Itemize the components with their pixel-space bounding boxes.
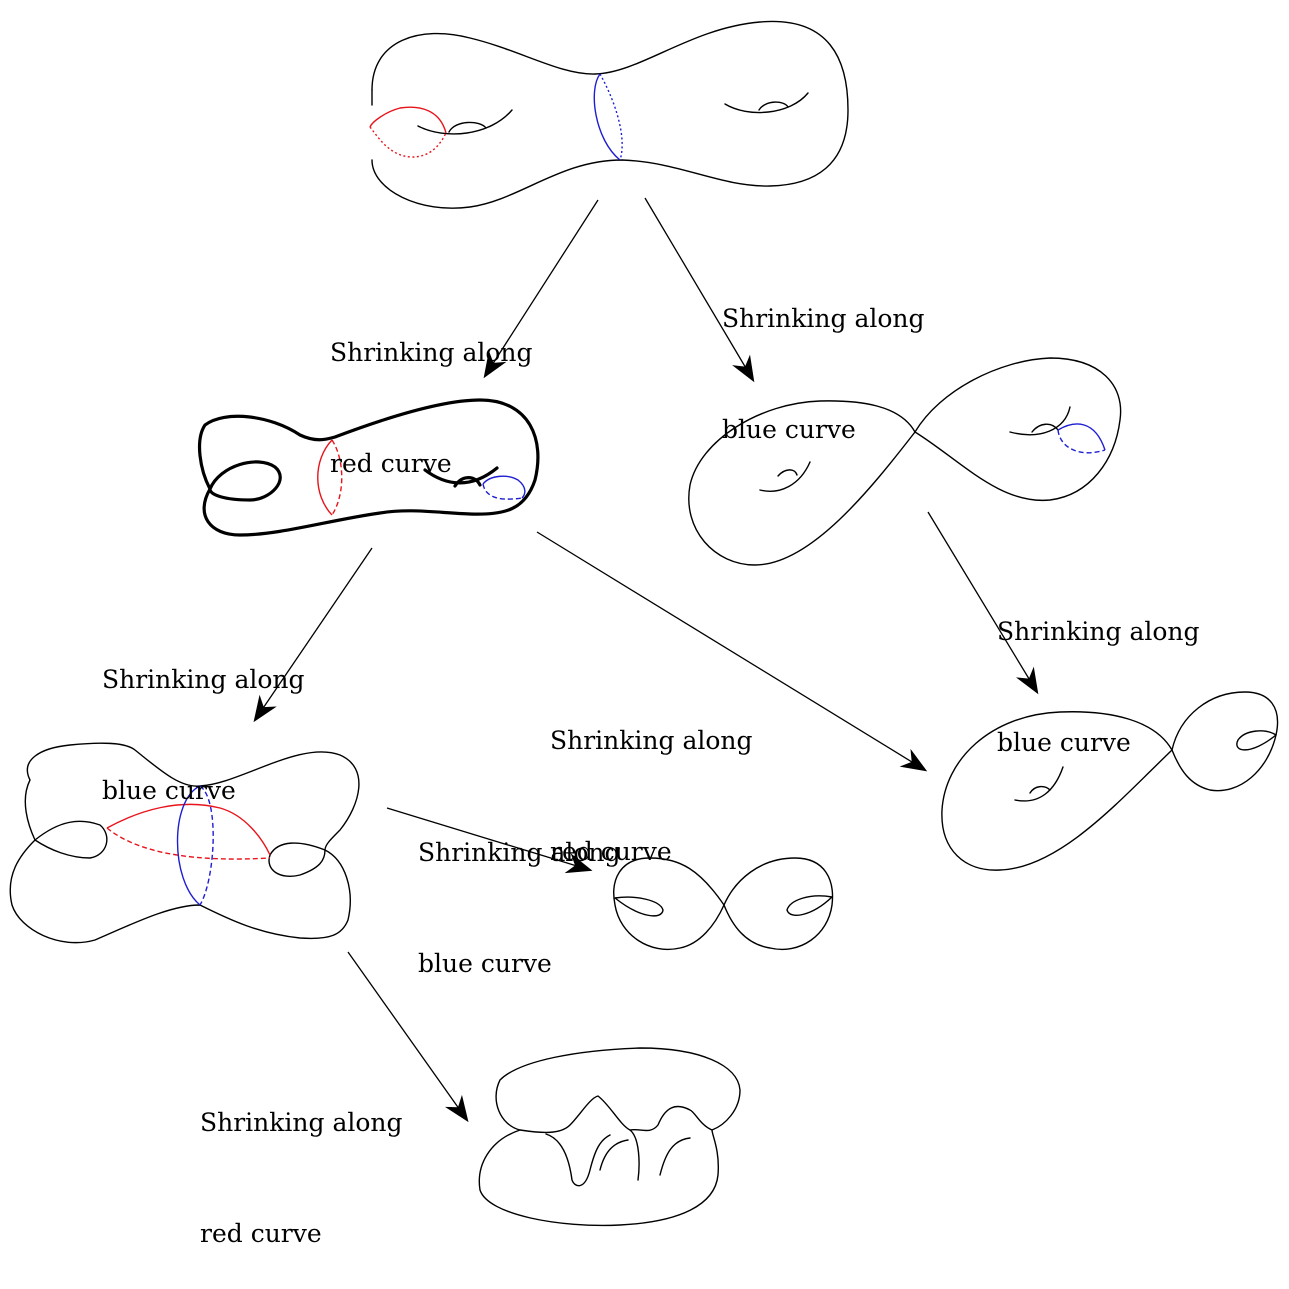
label-mid-center: Shrinking along red curve — [550, 648, 753, 907]
arrow-top-to-middle-right — [644, 197, 755, 383]
label-mid-left-line2: blue curve — [102, 776, 236, 805]
label-top-right-line1: Shrinking along — [722, 304, 925, 333]
label-mid-left-line1: Shrinking along — [102, 665, 305, 694]
arrow-bottom-left-to-bottom — [347, 951, 469, 1123]
label-bottom-center: Shrinking along blue curve — [418, 760, 621, 1019]
label-bottom-left-line1: Shrinking along — [200, 1108, 403, 1137]
label-top-left: Shrinking along red curve — [330, 260, 533, 519]
blue-curve — [593, 73, 621, 161]
two-pinched-tori-bottom-center — [613, 857, 834, 951]
bold-surface-middle-left — [198, 398, 540, 537]
blue-curve — [1057, 423, 1106, 451]
red-curve — [369, 106, 447, 134]
label-top-left-line1: Shrinking along — [330, 338, 533, 367]
degeneration-diagram — [9, 20, 1279, 1227]
label-mid-center-line1: Shrinking along — [550, 726, 753, 755]
surface-bottom-left — [9, 742, 360, 944]
label-top-left-line2: red curve — [330, 449, 452, 478]
label-right-line1: Shrinking along — [997, 617, 1200, 646]
label-mid-left: Shrinking along blue curve — [102, 587, 305, 846]
label-right-line2: blue curve — [997, 728, 1131, 757]
pinched-surface-lower-right — [941, 691, 1279, 871]
pinched-surface-middle-right — [688, 357, 1122, 566]
genus-two-surface-top — [369, 20, 849, 209]
arrow-middle-left-to-bottom-left — [253, 547, 373, 723]
label-top-right-line2: blue curve — [722, 415, 856, 444]
arrow-bottom-left-to-bottom-center — [386, 807, 593, 874]
label-bottom-center-line2: blue curve — [418, 949, 552, 978]
label-top-right: Shrinking along blue curve — [722, 226, 925, 485]
red-curve — [106, 803, 271, 856]
label-bottom-center-line1: Shrinking along — [418, 838, 621, 867]
arrow-middle-right-to-lower-right — [927, 511, 1039, 695]
blue-curve — [176, 785, 201, 906]
label-right: Shrinking along blue curve — [997, 539, 1200, 798]
degenerate-surface-bottom — [478, 1047, 741, 1227]
blue-curve — [482, 475, 526, 499]
label-mid-center-line2: red curve — [550, 837, 672, 866]
label-bottom-left: Shrinking along red curve — [200, 1030, 403, 1289]
red-curve — [317, 439, 333, 516]
arrow-top-to-middle-left — [483, 199, 599, 379]
arrow-middle-left-to-lower-right — [536, 531, 928, 772]
arrows — [253, 197, 1039, 1123]
